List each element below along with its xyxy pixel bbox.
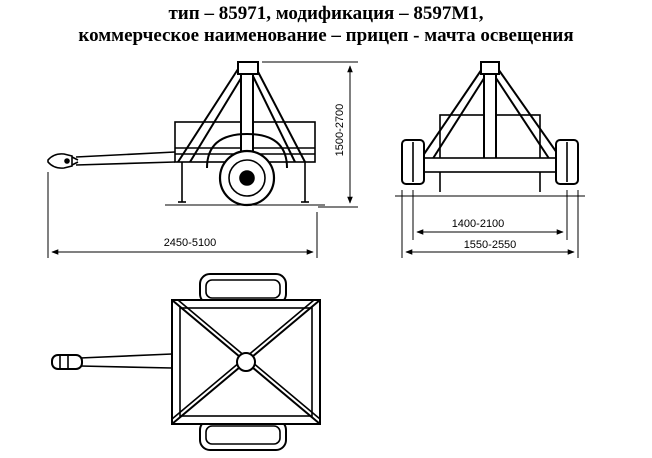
mast-base-icon [236,352,256,372]
track-label: 1400-2100 [452,218,505,230]
top-view [51,273,321,451]
length-label: 2450-5100 [164,237,217,249]
drawbar [75,151,176,166]
wheel-side-icon [218,149,276,207]
width-label: 1550-2550 [464,239,517,251]
tow-handle-top-icon [51,354,83,370]
dimension-length [47,172,318,258]
tow-hitch-icon [47,153,79,169]
height-label: 1500-2700 [334,104,346,157]
dimension-height [262,61,358,208]
title-line-1: тип – 85971, модификация – 8597М1, [168,3,484,24]
title-line-2: коммерческое наименование – прицеп - мач… [78,25,574,46]
mudguard-side [206,132,288,169]
dimension-track [412,190,568,240]
dimension-width [401,190,579,258]
rear-view [395,61,585,197]
side-view [47,61,325,207]
axle-rear [417,157,565,173]
mast-frame-rear [419,61,563,161]
